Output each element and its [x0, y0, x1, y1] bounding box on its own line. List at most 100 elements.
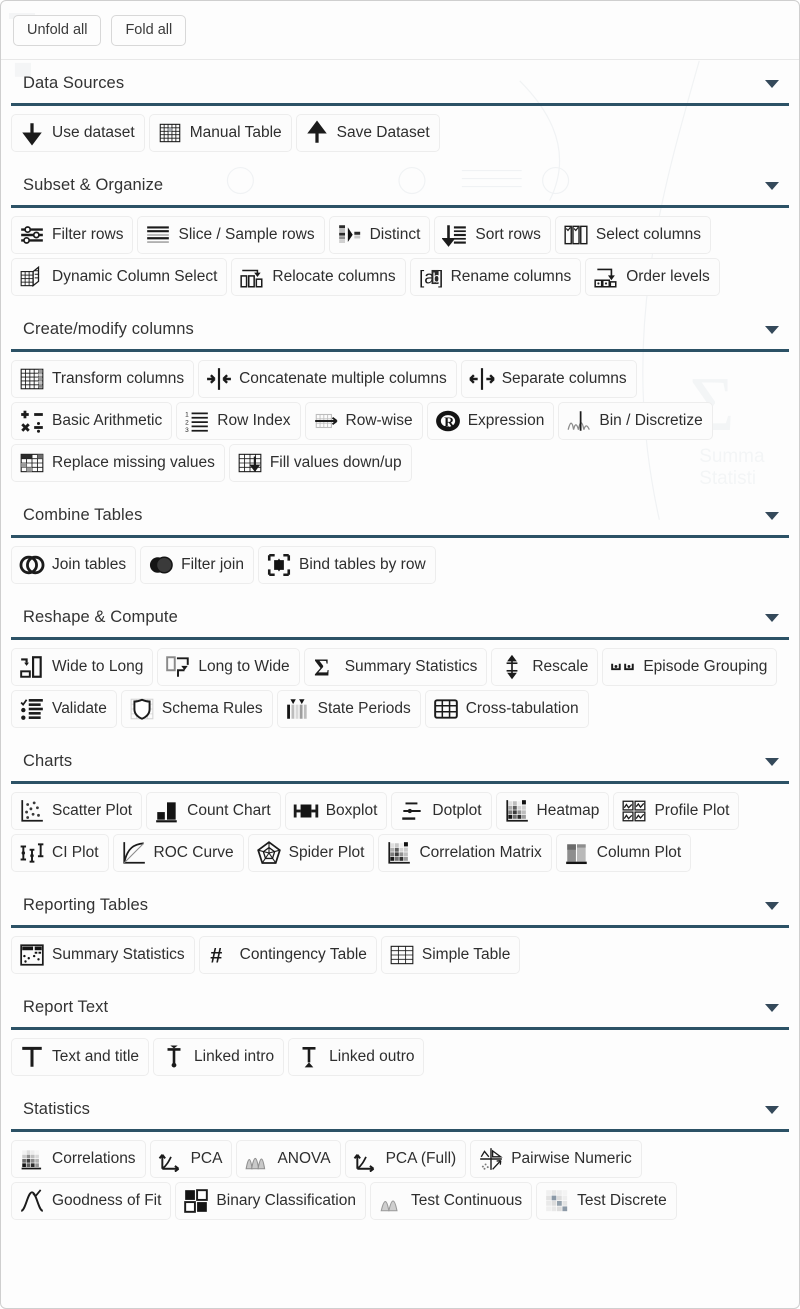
- checkbox-columns-icon: [563, 222, 589, 248]
- sliders-icon: [19, 222, 45, 248]
- tool-filter-rows[interactable]: Filter rows: [11, 216, 134, 255]
- tool-separate-columns[interactable]: Separate columns: [460, 360, 637, 399]
- tool-anova[interactable]: ANOVA: [236, 1140, 341, 1179]
- tool-contingency-table[interactable]: #Contingency Table: [198, 936, 377, 975]
- tool-rescale[interactable]: Rescale: [491, 648, 599, 687]
- tool-linked-outro[interactable]: Linked outro: [288, 1038, 425, 1077]
- tool-join-tables[interactable]: Join tables: [11, 546, 137, 585]
- tool-distinct[interactable]: Distinct: [328, 216, 431, 255]
- tool-count-chart[interactable]: Count Chart: [146, 792, 281, 831]
- svg-text:[a: [a: [419, 267, 435, 288]
- tool-select-columns[interactable]: Select columns: [554, 216, 711, 255]
- tool-roc-curve[interactable]: ROC Curve: [112, 834, 244, 873]
- section-header[interactable]: Subset & Organize: [1, 162, 799, 205]
- tool-test-continuous[interactable]: Test Continuous: [369, 1182, 533, 1221]
- chevron-down-icon[interactable]: [765, 181, 779, 190]
- tool-relocate-columns[interactable]: Relocate columns: [231, 258, 406, 297]
- tool-label: Fill values down/up: [269, 454, 402, 472]
- tool-label: Sort rows: [475, 226, 541, 244]
- tool-column-plot[interactable]: Column Plot: [555, 834, 692, 873]
- tool-binary-classification[interactable]: Binary Classification: [175, 1182, 366, 1221]
- tool-label: Distinct: [369, 226, 421, 244]
- tool-validate[interactable]: Validate: [11, 690, 117, 729]
- tool-boxplot[interactable]: Boxplot: [284, 792, 388, 831]
- long-to-wide-icon: [165, 654, 191, 680]
- section-header[interactable]: Combine Tables: [1, 492, 799, 535]
- tool-order-levels[interactable]: Order levels: [585, 258, 720, 297]
- tool-profile-plot[interactable]: Profile Plot: [613, 792, 740, 831]
- dotplot-icon: [399, 798, 425, 824]
- tool-slice-sample-rows[interactable]: Slice / Sample rows: [137, 216, 325, 255]
- section-header[interactable]: Reshape & Compute: [1, 594, 799, 637]
- section-header[interactable]: Statistics: [1, 1086, 799, 1129]
- tool-wide-to-long[interactable]: Wide to Long: [11, 648, 154, 687]
- section-header[interactable]: Data Sources: [1, 60, 799, 103]
- bin-histogram-icon: [566, 408, 592, 434]
- tool-transform-columns[interactable]: Transform columns: [11, 360, 195, 399]
- chevron-down-icon[interactable]: [765, 901, 779, 910]
- tool-simple-table[interactable]: Simple Table: [380, 936, 521, 975]
- chevron-down-icon[interactable]: [765, 613, 779, 622]
- tool-dynamic-column-select[interactable]: Dynamic Column Select: [11, 258, 228, 297]
- tool-basic-arithmetic[interactable]: Basic Arithmetic: [11, 402, 173, 441]
- tool-label: Profile Plot: [654, 802, 730, 820]
- tool-heatmap[interactable]: Heatmap: [495, 792, 610, 831]
- tool-save-dataset[interactable]: Save Dataset: [295, 114, 440, 153]
- chevron-down-icon[interactable]: [765, 325, 779, 334]
- tool-ci-plot[interactable]: CI Plot: [11, 834, 109, 873]
- tool-cross-tabulation[interactable]: Cross-tabulation: [424, 690, 589, 729]
- tool-bin-discretize[interactable]: Bin / Discretize: [558, 402, 713, 441]
- section-header[interactable]: Reporting Tables: [1, 882, 799, 925]
- section-header[interactable]: Charts: [1, 738, 799, 781]
- tool-replace-missing-values[interactable]: Replace missing values: [11, 444, 225, 483]
- tool-row-wise[interactable]: Row-wise: [304, 402, 423, 441]
- tool-linked-intro[interactable]: Linked intro: [153, 1038, 285, 1077]
- bind-rows-icon: [266, 552, 292, 578]
- tool-correlation-matrix[interactable]: Correlation Matrix: [378, 834, 552, 873]
- tool-summary-statistics[interactable]: Summary Statistics: [11, 936, 195, 975]
- tool-filter-join[interactable]: Filter join: [140, 546, 254, 585]
- chevron-down-icon[interactable]: [765, 79, 779, 88]
- section-title: Reporting Tables: [23, 896, 149, 915]
- tool-label: Bin / Discretize: [599, 412, 703, 430]
- section-header[interactable]: Create/modify columns: [1, 306, 799, 349]
- tool-pca[interactable]: PCA: [149, 1140, 233, 1179]
- tool-concatenate-multiple-columns[interactable]: Concatenate multiple columns: [198, 360, 457, 399]
- section-header[interactable]: Report Text: [1, 984, 799, 1027]
- fold-all-button[interactable]: Fold all: [111, 15, 187, 47]
- tool-bind-tables-by-row[interactable]: Bind tables by row: [258, 546, 436, 585]
- tool-pca-full[interactable]: PCA (Full): [344, 1140, 467, 1179]
- chevron-down-icon[interactable]: [765, 757, 779, 766]
- section-divider: [11, 349, 789, 353]
- tool-test-discrete[interactable]: Test Discrete: [536, 1182, 677, 1221]
- tool-fill-values-down-up[interactable]: Fill values down/up: [228, 444, 412, 483]
- tool-use-dataset[interactable]: Use dataset: [11, 114, 145, 153]
- tool-state-periods[interactable]: State Periods: [276, 690, 421, 729]
- tool-goodness-of-fit[interactable]: Goodness of Fit: [11, 1182, 172, 1221]
- tool-correlations[interactable]: Correlations: [11, 1140, 146, 1179]
- chevron-down-icon[interactable]: [765, 1003, 779, 1012]
- tool-long-to-wide[interactable]: Long to Wide: [157, 648, 300, 687]
- chevron-down-icon[interactable]: [765, 1105, 779, 1114]
- tool-scatter-plot[interactable]: Scatter Plot: [11, 792, 143, 831]
- tool-dotplot[interactable]: Dotplot: [391, 792, 492, 831]
- tool-schema-rules[interactable]: Schema Rules: [120, 690, 273, 729]
- chevron-down-icon[interactable]: [765, 511, 779, 520]
- transform-grid-icon: [19, 366, 45, 392]
- tool-pairwise-numeric[interactable]: Pairwise Numeric: [470, 1140, 642, 1179]
- tool-spider-plot[interactable]: Spider Plot: [247, 834, 375, 873]
- section-title: Statistics: [23, 1100, 91, 1119]
- unfold-all-button[interactable]: Unfold all: [13, 15, 102, 47]
- tool-episode-grouping[interactable]: Episode Grouping: [602, 648, 778, 687]
- tool-text-and-title[interactable]: Text and title: [11, 1038, 150, 1077]
- tool-sort-rows[interactable]: Sort rows: [434, 216, 551, 255]
- tool-manual-table[interactable]: Manual Table: [148, 114, 292, 153]
- tool-label: Slice / Sample rows: [178, 226, 315, 244]
